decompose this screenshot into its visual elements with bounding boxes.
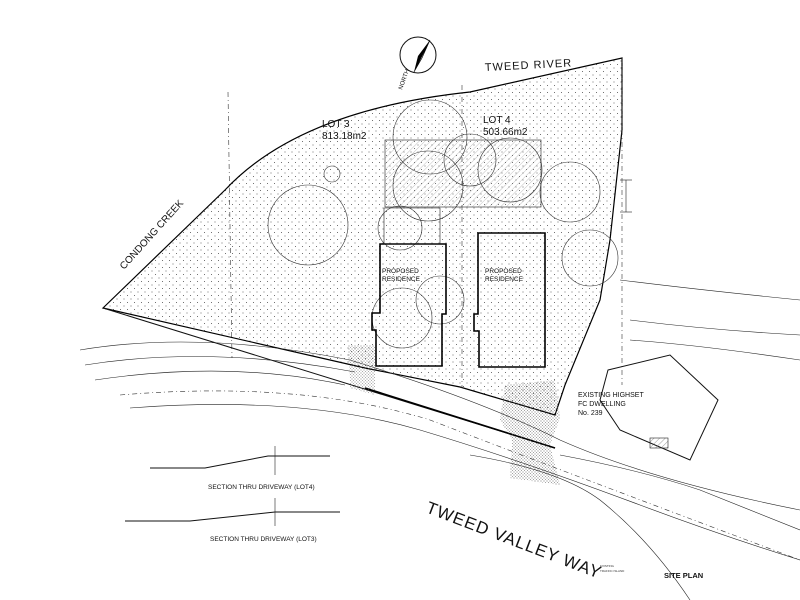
north-arrow — [399, 36, 437, 74]
lot4-name: LOT 4 — [483, 115, 511, 126]
lot3-name: LOT 3 — [322, 119, 350, 130]
dimension-lines — [620, 179, 632, 213]
existing-dwelling-line1: EXISTING HIGHSET — [578, 392, 644, 399]
driveway-areas — [348, 345, 560, 485]
residence-lot3-line1: PROPOSED — [382, 268, 419, 275]
north-label: NORTH — [398, 69, 411, 91]
residence-lot3-line2: RESIDENCE — [382, 276, 421, 283]
road-lines — [79, 279, 800, 600]
residence-lot4-line2: RESIDENCE — [485, 276, 524, 283]
lot4-area: 503.66m2 — [483, 127, 528, 138]
traffic-island-line2: TRAFFIC ISLAND — [600, 569, 625, 573]
existing-dwelling-line2: FC DWELLING — [578, 401, 626, 408]
lot3-area: 813.18m2 — [322, 131, 367, 142]
existing-dwelling-line3: No. 239 — [578, 410, 603, 417]
proposed-residence-lot3 — [371, 207, 447, 367]
traffic-island-line1: EXISTING — [600, 564, 615, 568]
site-plan-title: SITE PLAN — [664, 571, 703, 580]
driveway-section-lot3 — [125, 498, 340, 526]
section-lot3-caption: SECTION THRU DRIVEWAY (LOT3) — [210, 536, 317, 543]
section-lot4-caption: SECTION THRU DRIVEWAY (LOT4) — [208, 484, 315, 491]
tweed-river-label: TWEED RIVER — [485, 57, 573, 74]
driveway-section-lot4 — [150, 446, 330, 475]
residence-lot4-line1: PROPOSED — [485, 268, 522, 275]
planting-zone — [384, 139, 542, 208]
tweed-valley-way-label: TWEED VALLEY WAY — [424, 498, 605, 583]
proposed-residence-lot4 — [473, 232, 546, 368]
existing-dwelling — [599, 354, 719, 461]
